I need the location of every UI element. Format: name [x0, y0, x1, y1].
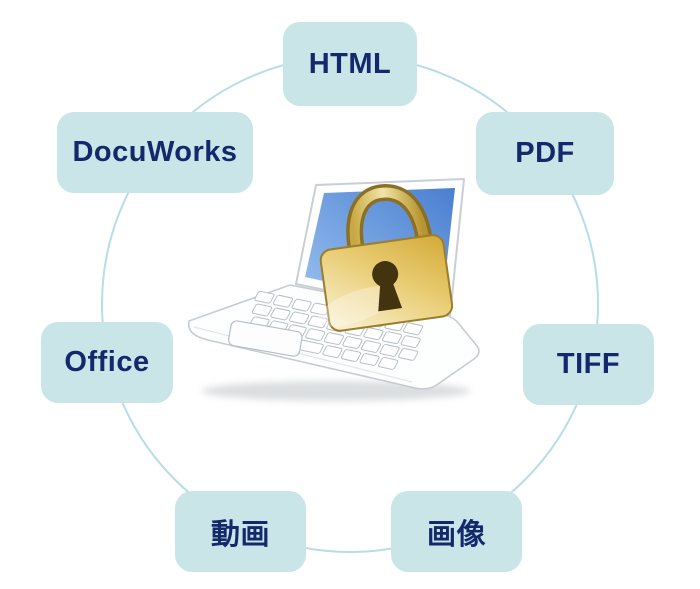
format-node-html: HTML: [283, 22, 417, 106]
padlock-icon: [317, 184, 454, 332]
format-label-office: Office: [64, 346, 150, 378]
format-label-video: 動画: [210, 518, 270, 551]
format-label-html: HTML: [308, 47, 392, 80]
format-label-tiff: TIFF: [556, 348, 621, 380]
format-node-video: 動画: [175, 491, 306, 572]
format-node-pdf: PDF: [476, 112, 614, 195]
format-label-pdf: PDF: [515, 137, 575, 169]
trackpad: [228, 320, 303, 357]
format-node-tiff: TIFF: [523, 324, 654, 405]
format-node-office: Office: [41, 322, 173, 403]
format-label-image: 画像: [426, 518, 486, 551]
keyhole: [372, 261, 403, 312]
format-node-image: 画像: [391, 491, 522, 572]
format-node-docuworks: DocuWorks: [57, 112, 253, 193]
format-label-docuworks: DocuWorks: [72, 136, 238, 168]
laptop-padlock-illustration: [187, 178, 480, 401]
